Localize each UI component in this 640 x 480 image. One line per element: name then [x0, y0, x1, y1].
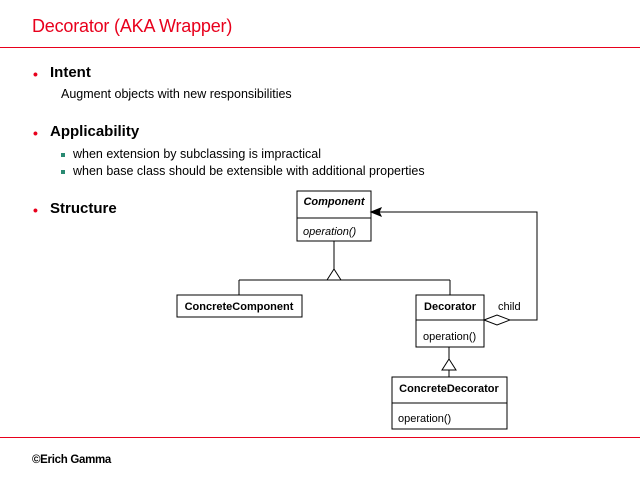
- generalization-arrowhead: [441, 358, 457, 371]
- aggregation-line: [371, 211, 538, 321]
- intent-text: Augment objects with new responsibilitie…: [61, 87, 292, 101]
- applicability-bullet: •: [33, 125, 38, 141]
- intent-bullet: •: [33, 66, 38, 82]
- intent-heading: Intent: [50, 64, 91, 81]
- component-class-box: [296, 190, 372, 242]
- decorator-operation: operation(): [423, 331, 476, 343]
- structure-bullet: •: [33, 202, 38, 218]
- decorator-name: Decorator: [424, 301, 477, 313]
- applicability-item-bullet: [61, 153, 65, 157]
- aggregation-arrowhead: [369, 207, 383, 217]
- structure-heading: Structure: [50, 200, 117, 217]
- child-label: child: [498, 301, 521, 313]
- applicability-item-bullet: [61, 170, 65, 174]
- generalization-arrowhead: [326, 268, 342, 281]
- concrete-component-name: ConcreteComponent: [185, 301, 294, 313]
- page-title: Decorator (AKA Wrapper): [32, 16, 233, 36]
- component-name: Component: [303, 196, 365, 208]
- decorator-class-box: [415, 294, 485, 348]
- component-operation: operation(): [303, 226, 357, 238]
- concrete-decorator-name: ConcreteDecorator: [399, 383, 499, 395]
- inheritance-connector: [238, 241, 451, 295]
- applicability-item: when extension by subclassing is impract…: [73, 147, 322, 161]
- top-divider: [0, 47, 640, 48]
- copyright-footer: ©Erich Gamma: [32, 454, 112, 466]
- aggregation-diamond: [482, 314, 512, 326]
- concrete-decorator-operation: operation(): [398, 413, 451, 425]
- bottom-divider: [0, 437, 640, 438]
- applicability-item: when base class should be extensible wit…: [73, 164, 425, 178]
- applicability-heading: Applicability: [50, 123, 140, 140]
